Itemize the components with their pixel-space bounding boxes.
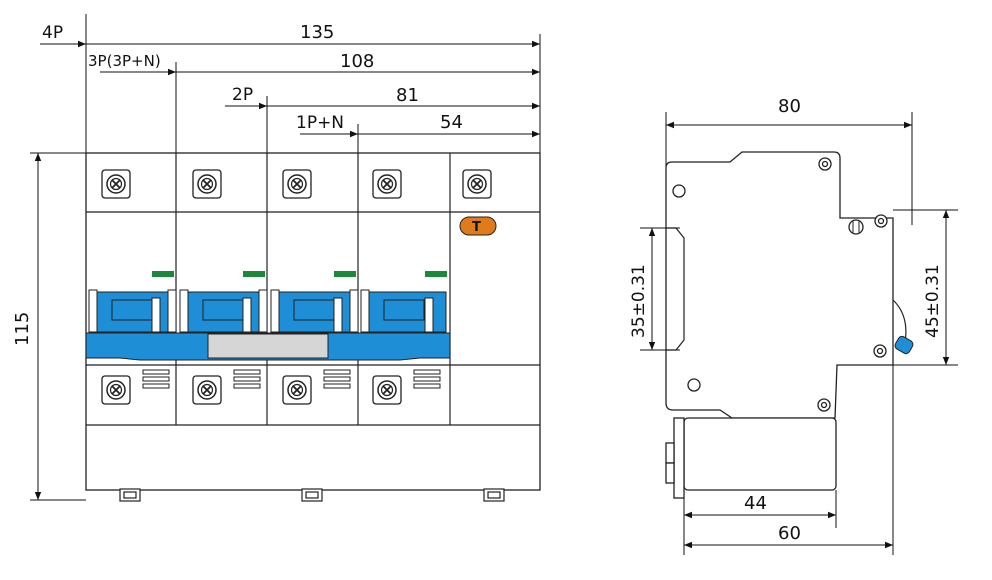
- dim-2p: [225, 96, 540, 153]
- terminal-screw-icon: [372, 169, 402, 199]
- vent-slots: [142, 369, 441, 389]
- terminal-screw-icon: [101, 169, 131, 199]
- terminal-screw-icon: [282, 375, 312, 405]
- front-view: 4P 135 3P(3P+N) 108 2P 81 1P+N 54: [12, 14, 541, 502]
- indicator-green: [152, 271, 174, 277]
- label-3p: 3P(3P+N): [88, 52, 161, 70]
- handle-bar: [85, 289, 451, 361]
- dim-4p: [40, 14, 541, 153]
- dim-3p: [100, 62, 540, 153]
- indicator-green: [334, 271, 356, 277]
- dim-81-value: 81: [396, 85, 419, 106]
- terminal-screw-icon: [101, 375, 131, 405]
- dim-60-value: 60: [778, 523, 801, 544]
- terminal-screw-icon: [192, 375, 222, 405]
- status-indicators: [152, 271, 447, 277]
- terminal-screw-icon: [462, 169, 492, 199]
- dim-108-value: 108: [340, 51, 374, 72]
- side-bottom-module: [665, 417, 837, 499]
- test-button-label: T: [472, 220, 481, 235]
- side-holes: [672, 157, 888, 412]
- side-lever: [894, 335, 914, 355]
- test-button[interactable]: T: [459, 216, 497, 236]
- side-body-outline: [665, 151, 894, 419]
- dim-60: [684, 365, 894, 555]
- dim-1pn: [300, 124, 540, 153]
- indicator-green: [243, 271, 265, 277]
- dim-45-value: 45±0.31: [923, 264, 943, 338]
- dim-115-value: 115: [12, 312, 33, 346]
- dim-44-value: 44: [744, 493, 767, 514]
- terminal-screw-icon: [372, 375, 402, 405]
- dim-80-value: 80: [778, 96, 801, 117]
- handle-tie-bar[interactable]: [207, 333, 329, 359]
- label-2p: 2P: [232, 85, 253, 105]
- side-view: 80: [629, 96, 958, 555]
- terminal-screw-icon: [192, 169, 222, 199]
- dim-height: [30, 152, 86, 501]
- dim-35: [640, 227, 680, 351]
- label-4p: 4P: [42, 23, 63, 43]
- indicator-green: [425, 271, 447, 277]
- dim-54-value: 54: [440, 112, 463, 133]
- terminal-screw-icon: [282, 169, 312, 199]
- dim-80: [665, 112, 913, 225]
- din-clips: [119, 488, 505, 502]
- label-1pn: 1P+N: [296, 113, 344, 133]
- dim-135-value: 135: [300, 22, 334, 43]
- dim-45: [893, 209, 958, 366]
- dim-35-value: 35±0.31: [629, 264, 649, 338]
